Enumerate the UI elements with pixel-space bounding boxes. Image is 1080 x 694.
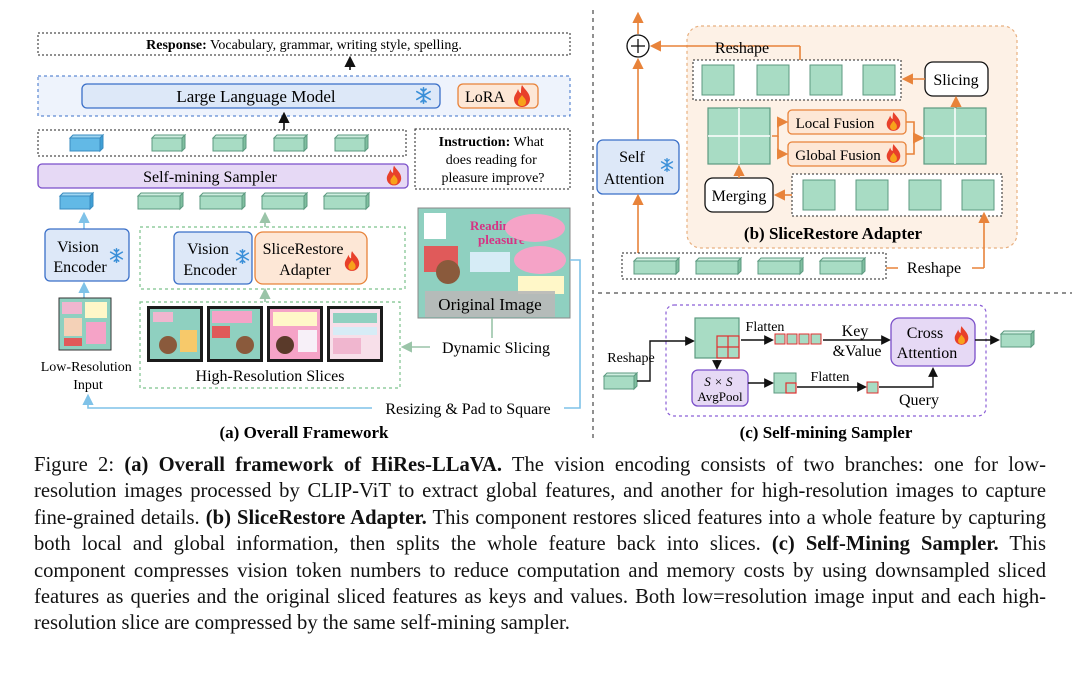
panel-b: Reshape Slicing Local Fusion Global Fusi… bbox=[596, 11, 1018, 280]
arrow-query bbox=[879, 367, 938, 388]
slicerestore-label: SliceRestore Adapter bbox=[263, 241, 348, 279]
figure-caption: Figure 2: (a) Overall framework of HiRes… bbox=[34, 452, 1046, 637]
instruction-box bbox=[414, 128, 571, 190]
panel-b-title: (b) SliceRestore Adapter bbox=[744, 224, 923, 243]
query-token bbox=[866, 381, 879, 394]
feature-slice bbox=[802, 179, 836, 211]
slice-token bbox=[323, 192, 370, 210]
hr-slice bbox=[207, 306, 263, 362]
slice-token bbox=[137, 192, 184, 210]
llm-label: Large Language Model bbox=[176, 87, 336, 106]
feature-slice bbox=[961, 179, 995, 211]
query-label: Query bbox=[899, 392, 939, 409]
caption-b-text: This component restores sliced features … bbox=[34, 506, 1047, 556]
key-value-label: Key &Value bbox=[833, 323, 882, 360]
vision-encoder-low-label: Vision Encoder bbox=[53, 239, 107, 276]
global-fusion-label: Global Fusion bbox=[795, 148, 881, 164]
cross-attention-label: Cross Attention bbox=[897, 325, 957, 362]
arrow-resize bbox=[82, 259, 581, 409]
feature-slice bbox=[908, 179, 942, 211]
arrow-fusion-merge bbox=[906, 121, 922, 155]
feature-slice bbox=[862, 64, 896, 96]
caption-c-title: (c) Self-Mining Sampler. bbox=[771, 533, 999, 556]
hr-slice bbox=[267, 306, 323, 362]
feature-slice bbox=[756, 64, 790, 96]
original-image-label: Original Image bbox=[438, 295, 541, 314]
local-fusion-label: Local Fusion bbox=[796, 116, 875, 132]
sampler-label: Self-mining Sampler bbox=[143, 169, 277, 186]
token bbox=[151, 134, 186, 152]
lora-label: LoRA bbox=[465, 89, 505, 106]
panel-c-title: (c) Self-mining Sampler bbox=[740, 423, 913, 442]
response-box bbox=[37, 32, 571, 56]
slice-token bbox=[633, 257, 680, 275]
hr-slice bbox=[327, 306, 383, 362]
slicing-label: Slicing bbox=[933, 72, 978, 89]
vision-encoder-high-label: Vision Encoder bbox=[183, 241, 237, 279]
kv-token bbox=[786, 333, 798, 345]
slice-token bbox=[819, 257, 866, 275]
panel-c: Reshape Flatten Key &Value Cross Attenti… bbox=[603, 304, 1035, 442]
token bbox=[212, 134, 247, 152]
kv-token bbox=[810, 333, 822, 345]
caption-c-text: This component compresses vision token n… bbox=[34, 533, 1046, 635]
token bbox=[334, 134, 369, 152]
resize-label: Resizing & Pad to Square bbox=[385, 401, 550, 418]
slice-token bbox=[695, 257, 742, 275]
vision-encoder-low bbox=[44, 228, 130, 282]
kv-token bbox=[774, 333, 786, 345]
llm-box bbox=[81, 83, 441, 109]
caption-lead: Figure 2: bbox=[34, 454, 125, 476]
hr-slices-label: High-Resolution Slices bbox=[196, 368, 345, 385]
avgpool-label: S × S AvgPool bbox=[697, 374, 743, 404]
output-token bbox=[1000, 330, 1035, 348]
avgpool-box bbox=[691, 369, 749, 407]
original-image-label-bg bbox=[425, 291, 555, 317]
resize-label-bg bbox=[372, 398, 564, 418]
vision-encoder-high bbox=[173, 231, 253, 285]
slice-token bbox=[261, 192, 308, 210]
token bbox=[273, 134, 308, 152]
sampler-box bbox=[37, 163, 409, 189]
flatten-label-1: Flatten bbox=[746, 320, 785, 335]
token-strip bbox=[621, 252, 887, 280]
reshape-top-label: Reshape bbox=[715, 40, 769, 57]
cross-attention-box bbox=[890, 317, 976, 367]
caption-a-text: The vision encoding consists of two bran… bbox=[34, 454, 1046, 529]
arrow-to-feature bbox=[637, 336, 695, 382]
feature-slice bbox=[701, 64, 735, 96]
kv-token bbox=[798, 333, 810, 345]
caption-a-title: (a) Overall framework of HiRes-LLaVA. bbox=[124, 454, 502, 476]
instruction-text: Instruction: What does reading for pleas… bbox=[439, 135, 548, 186]
slice-token bbox=[757, 257, 804, 275]
whole-feature-grid bbox=[707, 107, 771, 165]
flatten-label-2: Flatten bbox=[811, 370, 850, 385]
merging-label: Merging bbox=[712, 188, 767, 205]
reshape-c-label: Reshape bbox=[607, 351, 654, 366]
framework-diagram: Response: Vocabulary, grammar, writing s… bbox=[37, 10, 1072, 442]
hr-slice bbox=[147, 306, 203, 362]
fused-feature-grid bbox=[923, 107, 987, 165]
panel-a: Response: Vocabulary, grammar, writing s… bbox=[37, 32, 581, 442]
response-text: Response: Vocabulary, grammar, writing s… bbox=[146, 38, 462, 53]
pooled-feature bbox=[773, 372, 797, 394]
arrow-local bbox=[772, 116, 789, 137]
lowres-token bbox=[69, 134, 104, 152]
caption-b-title: (b) SliceRestore Adapter. bbox=[205, 506, 427, 529]
lowres-thumbnail bbox=[58, 297, 112, 351]
slice-token bbox=[199, 192, 246, 210]
self-attention-label: Self Attention bbox=[604, 149, 664, 188]
slicerestore-box bbox=[254, 231, 368, 285]
input-token bbox=[603, 372, 638, 390]
dynamic-slicing-label: Dynamic Slicing bbox=[442, 340, 550, 357]
reshape-label-bg bbox=[898, 256, 972, 276]
feature-map bbox=[694, 317, 740, 359]
reshape-bottom-label: Reshape bbox=[907, 260, 961, 277]
feature-slice bbox=[809, 64, 843, 96]
lowres-token bbox=[59, 192, 94, 210]
lowres-label: Low-Resolution Input bbox=[41, 360, 136, 393]
arrow-global bbox=[777, 136, 789, 160]
feature-slice bbox=[855, 179, 889, 211]
panel-a-title: (a) Overall Framework bbox=[220, 423, 390, 442]
